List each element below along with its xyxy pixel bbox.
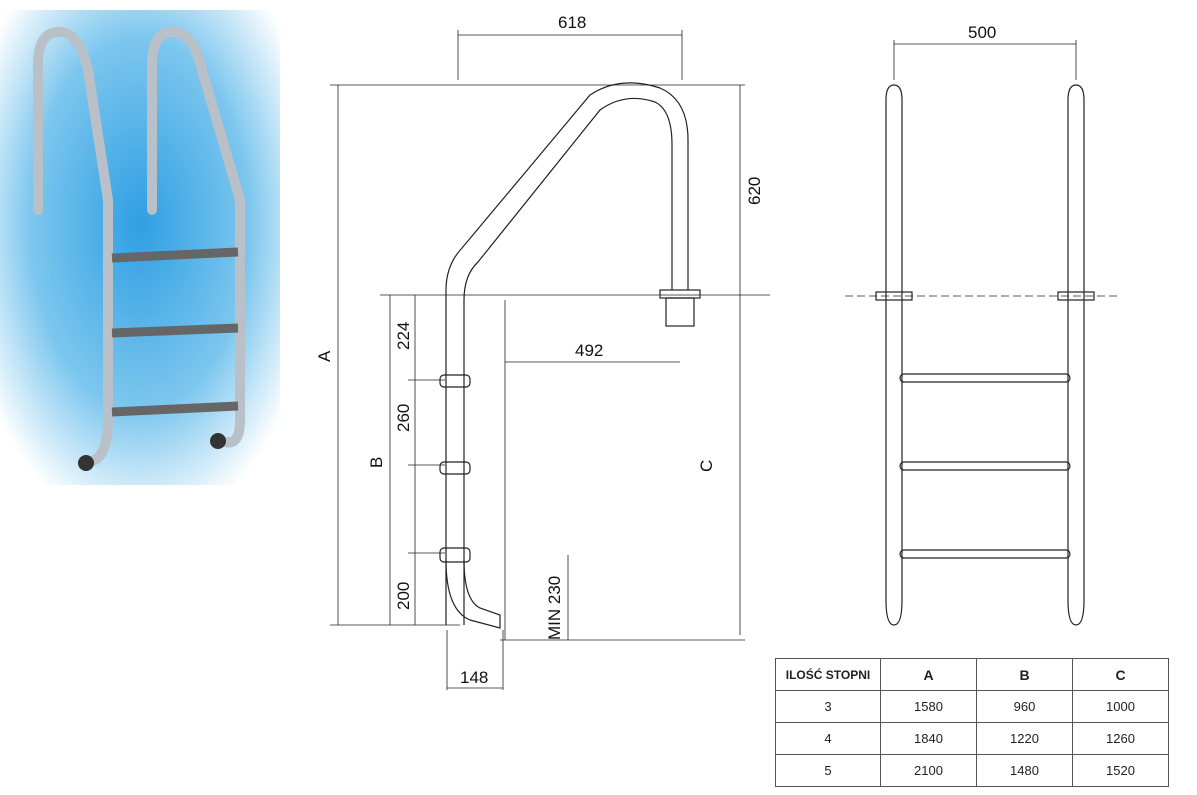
col-header-a: A xyxy=(880,658,977,691)
table-row: 5 2100 1480 1520 xyxy=(775,754,1169,787)
ladder-photo xyxy=(0,10,280,485)
table-header-row: ILOŚĆ STOPNI A B C xyxy=(775,658,1169,691)
cell: 3 xyxy=(775,690,881,723)
table-row: 4 1840 1220 1260 xyxy=(775,722,1169,755)
side-view xyxy=(330,30,770,690)
dim-492: 492 xyxy=(575,341,603,360)
dim-200: 200 xyxy=(394,582,413,610)
cell: 960 xyxy=(976,690,1073,723)
cell: 1840 xyxy=(880,722,977,755)
cell: 1480 xyxy=(976,754,1073,787)
dim-618: 618 xyxy=(558,13,586,32)
cell: 2100 xyxy=(880,754,977,787)
dim-a: A xyxy=(315,350,334,362)
col-header-c: C xyxy=(1072,658,1169,691)
cell: 1220 xyxy=(976,722,1073,755)
cell: 1520 xyxy=(1072,754,1169,787)
dim-224: 224 xyxy=(394,322,413,350)
table-row: 3 1580 960 1000 xyxy=(775,690,1169,723)
dim-b: B xyxy=(367,457,386,468)
col-header-b: B xyxy=(976,658,1073,691)
dim-148: 148 xyxy=(460,668,488,687)
cell: 1260 xyxy=(1072,722,1169,755)
cell: 1580 xyxy=(880,690,977,723)
dim-c: C xyxy=(697,460,716,472)
dim-620: 620 xyxy=(745,177,764,205)
col-header-steps: ILOŚĆ STOPNI xyxy=(775,658,881,691)
cell: 1000 xyxy=(1072,690,1169,723)
spec-table: ILOŚĆ STOPNI A B C 3 1580 960 1000 4 184… xyxy=(775,658,1169,787)
dim-260: 260 xyxy=(394,404,413,432)
dim-min-230: MIN 230 xyxy=(545,576,564,640)
front-view xyxy=(845,40,1120,626)
cell: 5 xyxy=(775,754,881,787)
dim-500: 500 xyxy=(968,23,996,42)
cell: 4 xyxy=(775,722,881,755)
